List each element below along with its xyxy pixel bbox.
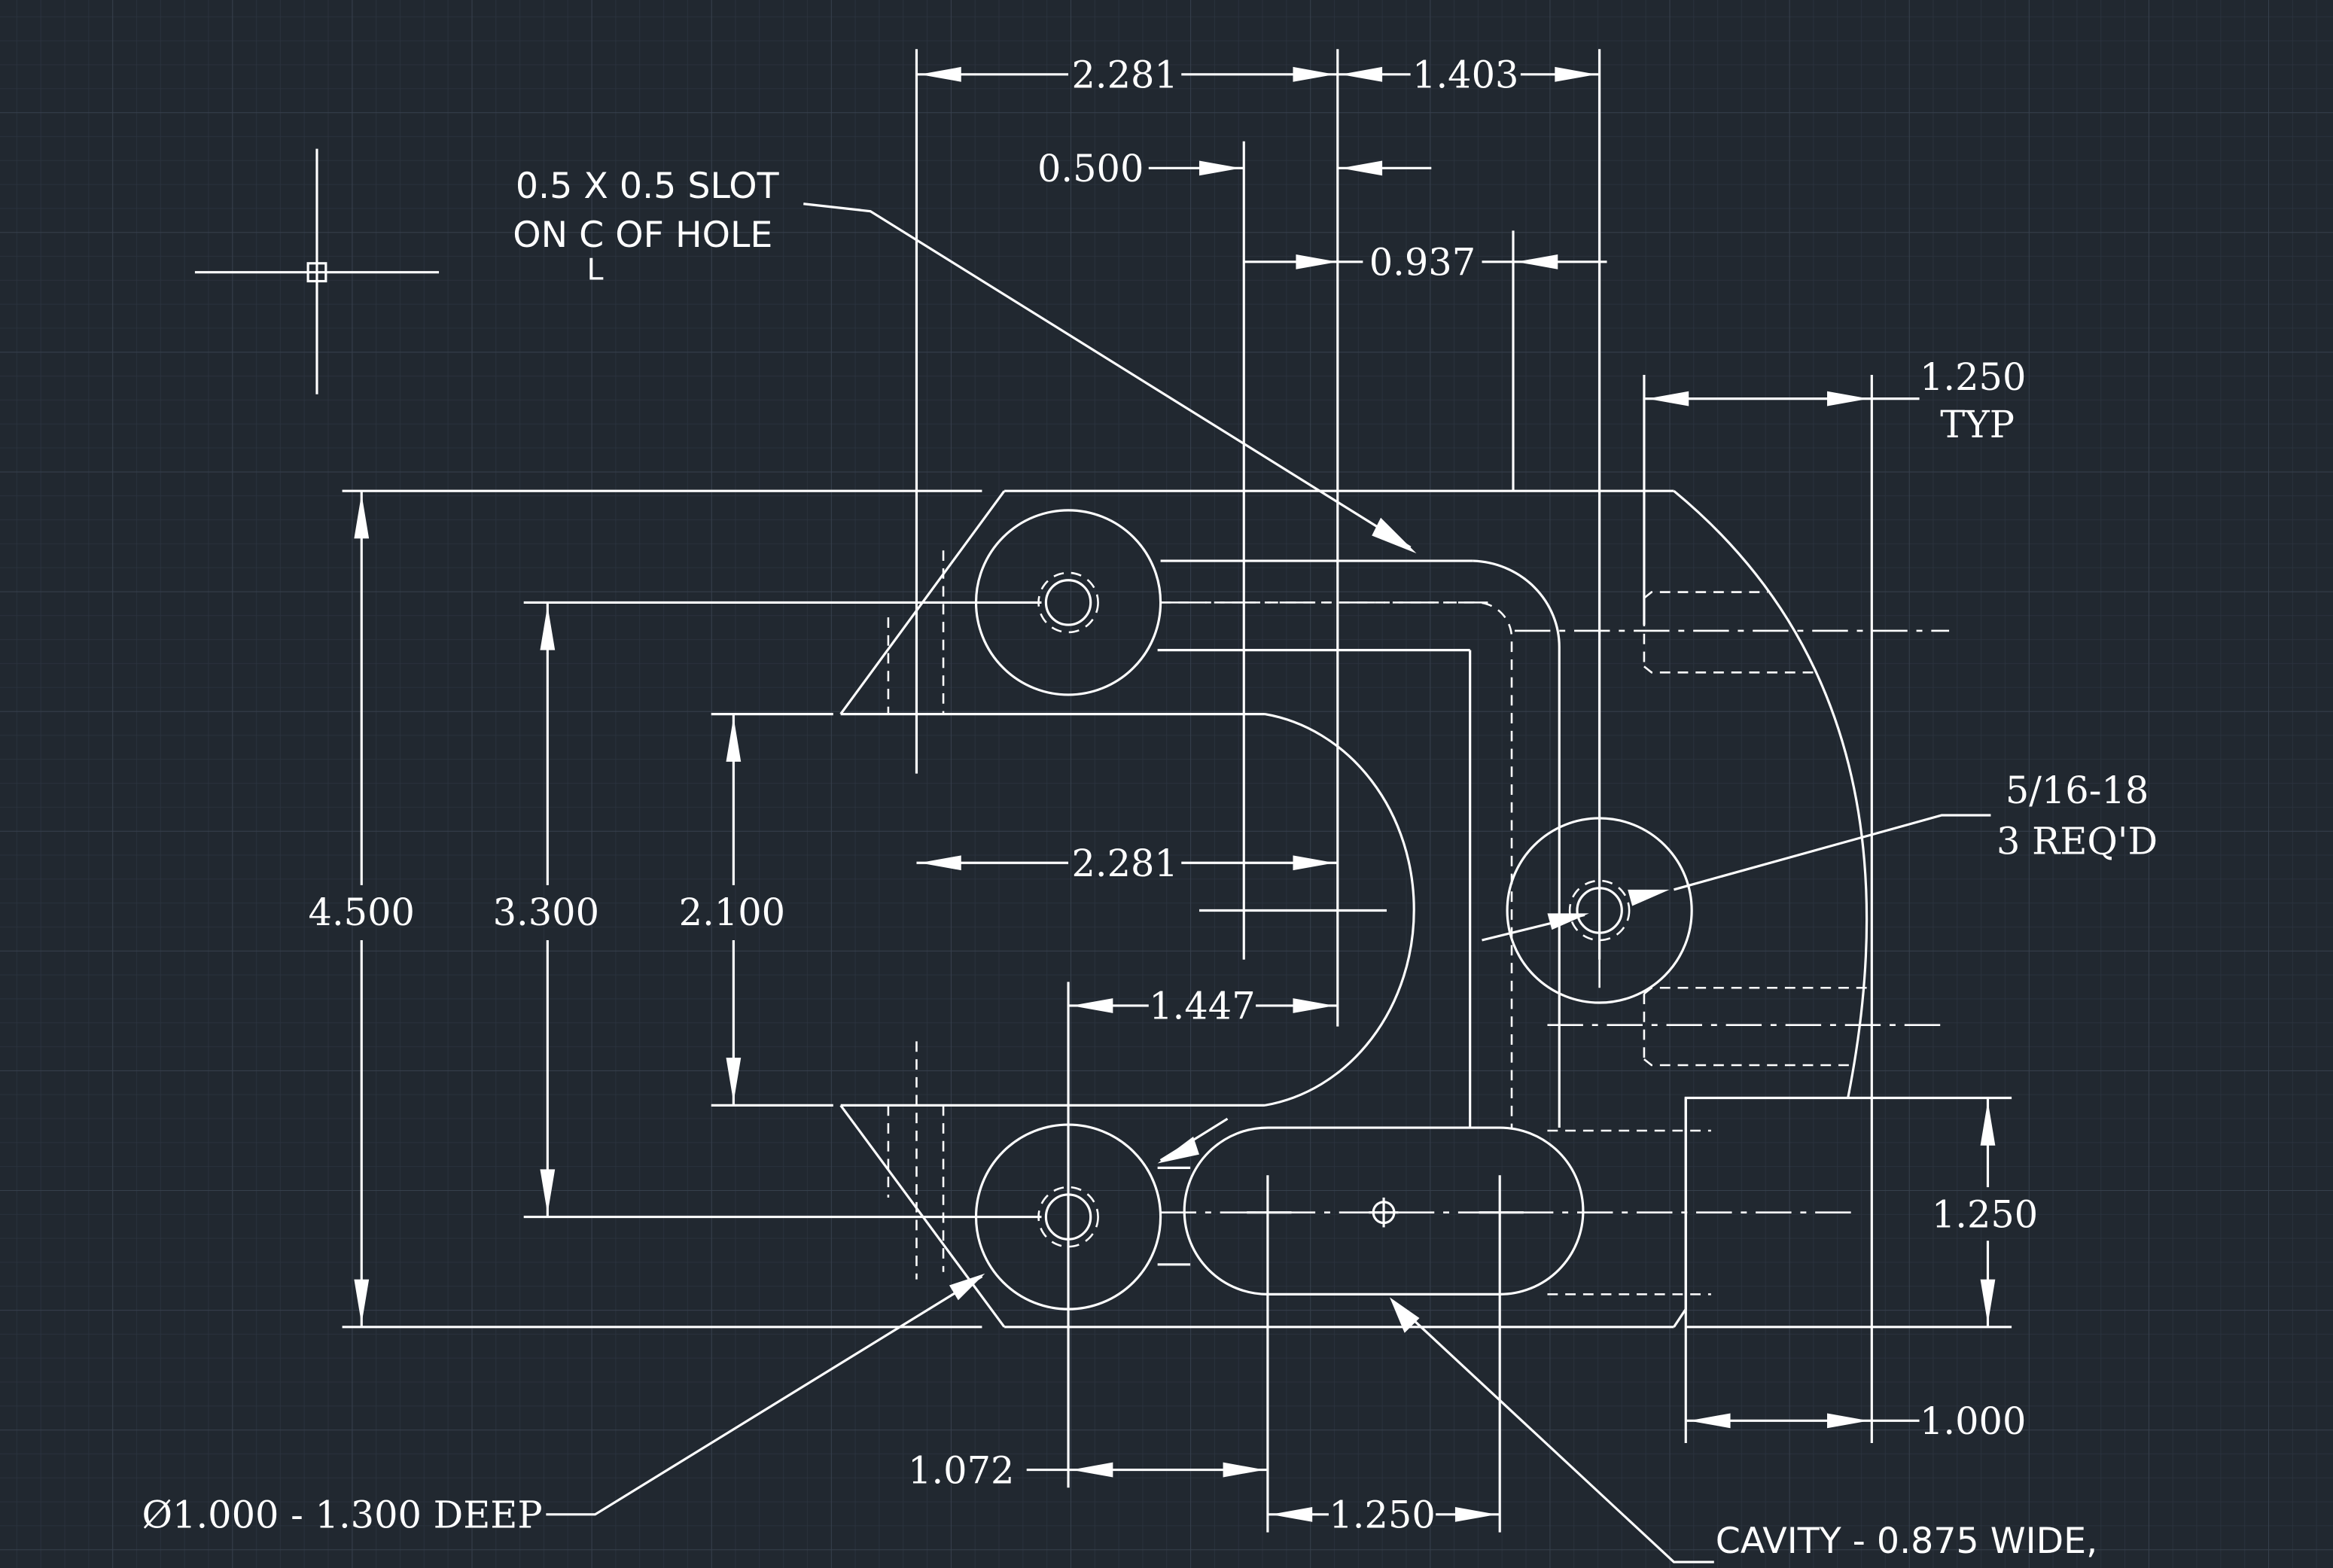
dim-right-offset: 0.937 (1369, 241, 1476, 285)
dim-mid-width: 2.281 (1071, 842, 1177, 885)
cavity-note: CAVITY - 0.875 WIDE, (1716, 1521, 2097, 1562)
dim-hole-spacing: 3.300 (493, 891, 599, 934)
dim-bottom-slot: 1.250 (1329, 1493, 1435, 1537)
typ-label: TYP (1940, 403, 2015, 446)
dim-opening-height: 2.100 (679, 891, 785, 934)
dim-top-right: 1.403 (1412, 53, 1518, 97)
centerline-mark: L (587, 253, 604, 288)
slot-note-line2: ON C OF HOLE (513, 215, 772, 256)
dim-overall-height: 4.500 (309, 891, 415, 934)
part-outline (839, 489, 2012, 1329)
dim-right-width: 1.000 (1920, 1399, 2026, 1443)
dim-inner-width: 1.447 (1149, 985, 1255, 1028)
arrowheads (354, 66, 1996, 1522)
slot-note-line1: 0.5 X 0.5 SLOT (516, 166, 780, 207)
thread-note-line2: 3 REQ'D (1996, 819, 2158, 863)
dim-top-width: 2.281 (1071, 53, 1177, 97)
extension-lines (342, 49, 1873, 1533)
annotation-notes: 0.5 X 0.5 SLOT ON C OF HOLE L 5/16-18 3 … (142, 166, 2158, 1562)
hole-depth-note: Ø1.000 - 1.300 DEEP (142, 1493, 543, 1537)
dim-typ-width: 1.250 (1920, 355, 2026, 399)
thread-note-line1: 5/16-18 (2006, 769, 2149, 812)
dim-right-height: 1.250 (1932, 1192, 2038, 1236)
dim-bottom-left: 1.072 (908, 1448, 1014, 1492)
crosshair-cursor-icon (194, 148, 440, 394)
dimension-labels: 2.281 1.403 0.500 0.937 1.250 TYP 2.281 … (309, 53, 2039, 1537)
dim-slot-offset: 0.500 (1037, 147, 1144, 190)
